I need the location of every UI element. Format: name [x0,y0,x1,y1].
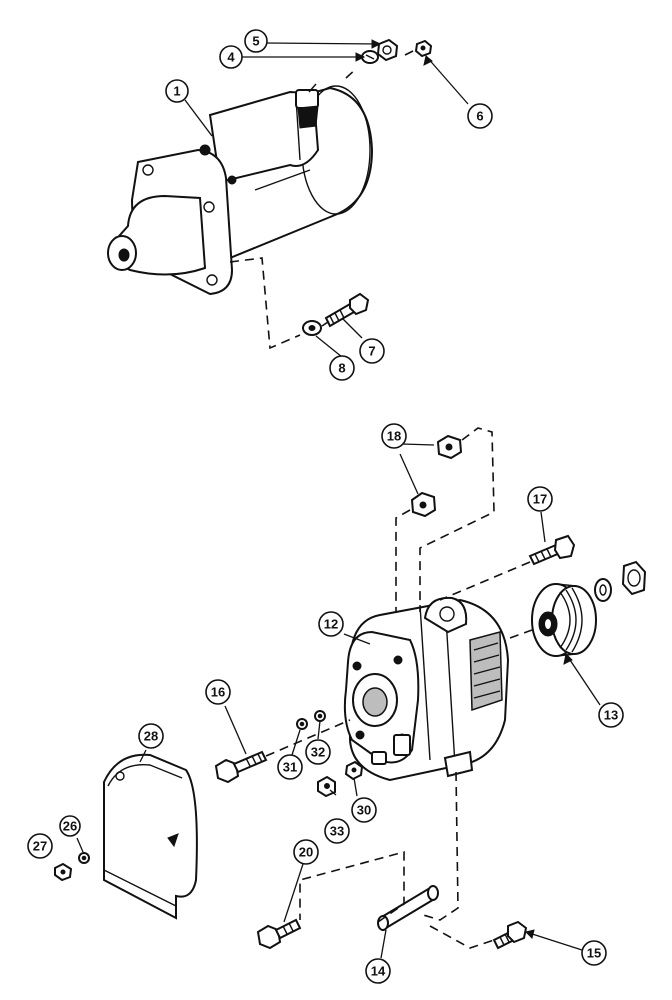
callout-30: 30 [351,797,377,823]
nut-30 [344,760,364,781]
callout-27: 27 [27,833,53,859]
callout-18: 18 [381,423,407,449]
callout-20-label: 20 [299,845,313,860]
callout-6: 6 [467,103,493,129]
callout-7-label: 7 [368,344,375,359]
arrow-head-5 [371,39,382,49]
callout-32: 32 [305,739,331,765]
callout-31-label: 31 [283,760,297,775]
callout-32-label: 32 [311,745,325,760]
arrow-head-13 [563,652,573,665]
callout-1-label: 1 [173,84,180,99]
pulley-13 [531,583,597,657]
callout-12-label: 12 [324,617,338,632]
bolt-17 [528,534,576,566]
leader-lines [76,42,601,959]
arrow-head-6 [423,55,433,66]
callout-33-label: 33 [330,824,344,839]
callout-6-label: 6 [476,109,483,124]
callout-18-label: 18 [387,429,401,444]
nut-31 [296,718,308,730]
callout-13: 13 [598,702,624,728]
starter-motor [107,83,374,296]
callout-4: 4 [219,45,243,69]
bolt-20 [256,918,302,950]
callout-14-label: 14 [371,964,386,979]
spacer-washer [594,578,612,602]
bolt-15 [492,920,528,950]
nut-6 [414,39,433,58]
callout-26-label: 26 [63,819,77,834]
arrow-head-15 [525,929,535,939]
callout-16: 16 [205,679,231,705]
cover-28 [103,753,198,920]
assembly-line-starter-top [345,48,418,79]
pin-14 [377,885,439,931]
callout-12: 12 [318,611,344,637]
callout-20: 20 [293,839,319,865]
assembly-line-18 [419,427,495,612]
callout-26: 26 [59,815,81,837]
nut-33 [317,775,336,798]
callout-31: 31 [277,754,303,780]
alternator [343,596,510,782]
callout-16-label: 16 [211,685,225,700]
callout-8-label: 8 [338,361,345,376]
nut-18-lower [410,491,437,518]
callout-7: 7 [359,338,385,364]
bolt-16 [214,750,268,784]
callout-17-label: 17 [533,492,547,507]
callout-5: 5 [244,29,268,53]
callout-17: 17 [527,486,553,512]
assembly-line-starter-bottom [229,257,329,350]
nut-27 [54,862,73,882]
assembly-line-18b [395,509,411,612]
washer-32 [314,710,326,722]
nut-5 [376,38,399,62]
callout-4-label: 4 [227,50,235,65]
bolt-7 [324,292,370,328]
callout-5-label: 5 [252,34,259,49]
washer-8 [302,320,322,336]
nut-26 [78,852,90,864]
callout-27-label: 27 [33,839,47,854]
pulley-nut [621,560,647,596]
callout-28-label: 28 [144,729,158,744]
callout-13-label: 13 [604,708,618,723]
assembly-line-17 [439,561,531,601]
arrow-head-4 [355,52,366,62]
assembly-line-15 [429,925,495,949]
callout-33: 33 [324,818,350,844]
callout-15: 15 [581,940,607,966]
callout-15-label: 15 [587,946,601,961]
assembly-line-14 [419,771,459,921]
callout-14: 14 [365,958,391,984]
callout-28: 28 [138,723,164,749]
callout-8: 8 [329,355,355,381]
assembly-line-13 [509,629,533,639]
callout-1: 1 [165,79,189,103]
nut-18-upper [436,434,463,460]
assembly-line-14b [299,850,405,923]
callout-30-label: 30 [357,803,371,818]
assembly-line-16 [265,719,351,757]
